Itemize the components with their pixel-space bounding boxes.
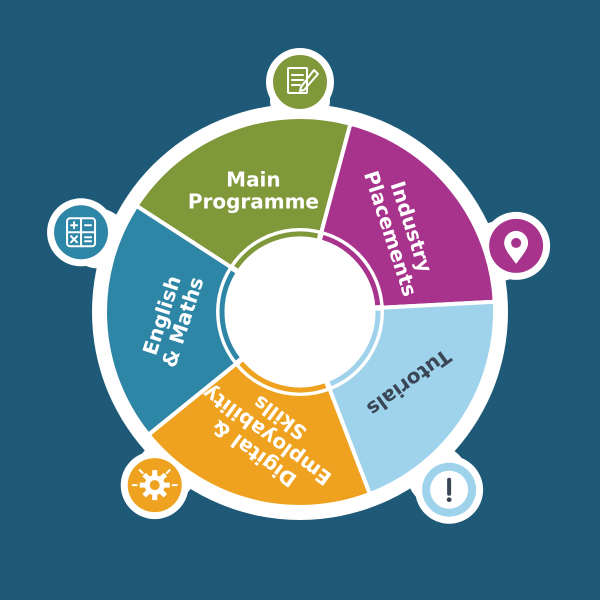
center-hub: [238, 250, 362, 374]
gear-lightbulb-icon: [127, 458, 182, 513]
calculator-icon: [54, 205, 109, 260]
main-programme-label-line: Main: [226, 168, 281, 192]
location-pin-icon: [489, 218, 544, 273]
document-pencil-icon: [273, 55, 327, 109]
digital-employability-skills-inner-arc: [239, 361, 327, 393]
main-programme-icon-disc: [273, 55, 327, 109]
tutorials-inner-arc: [329, 310, 381, 387]
english-maths-inner-arc: [219, 270, 240, 361]
main-programme-inner-arc: [234, 231, 319, 269]
main-programme-label-line: Programme: [188, 190, 319, 214]
exclamation-icon: [422, 462, 477, 517]
industry-placements-inner-arc: [322, 235, 381, 306]
